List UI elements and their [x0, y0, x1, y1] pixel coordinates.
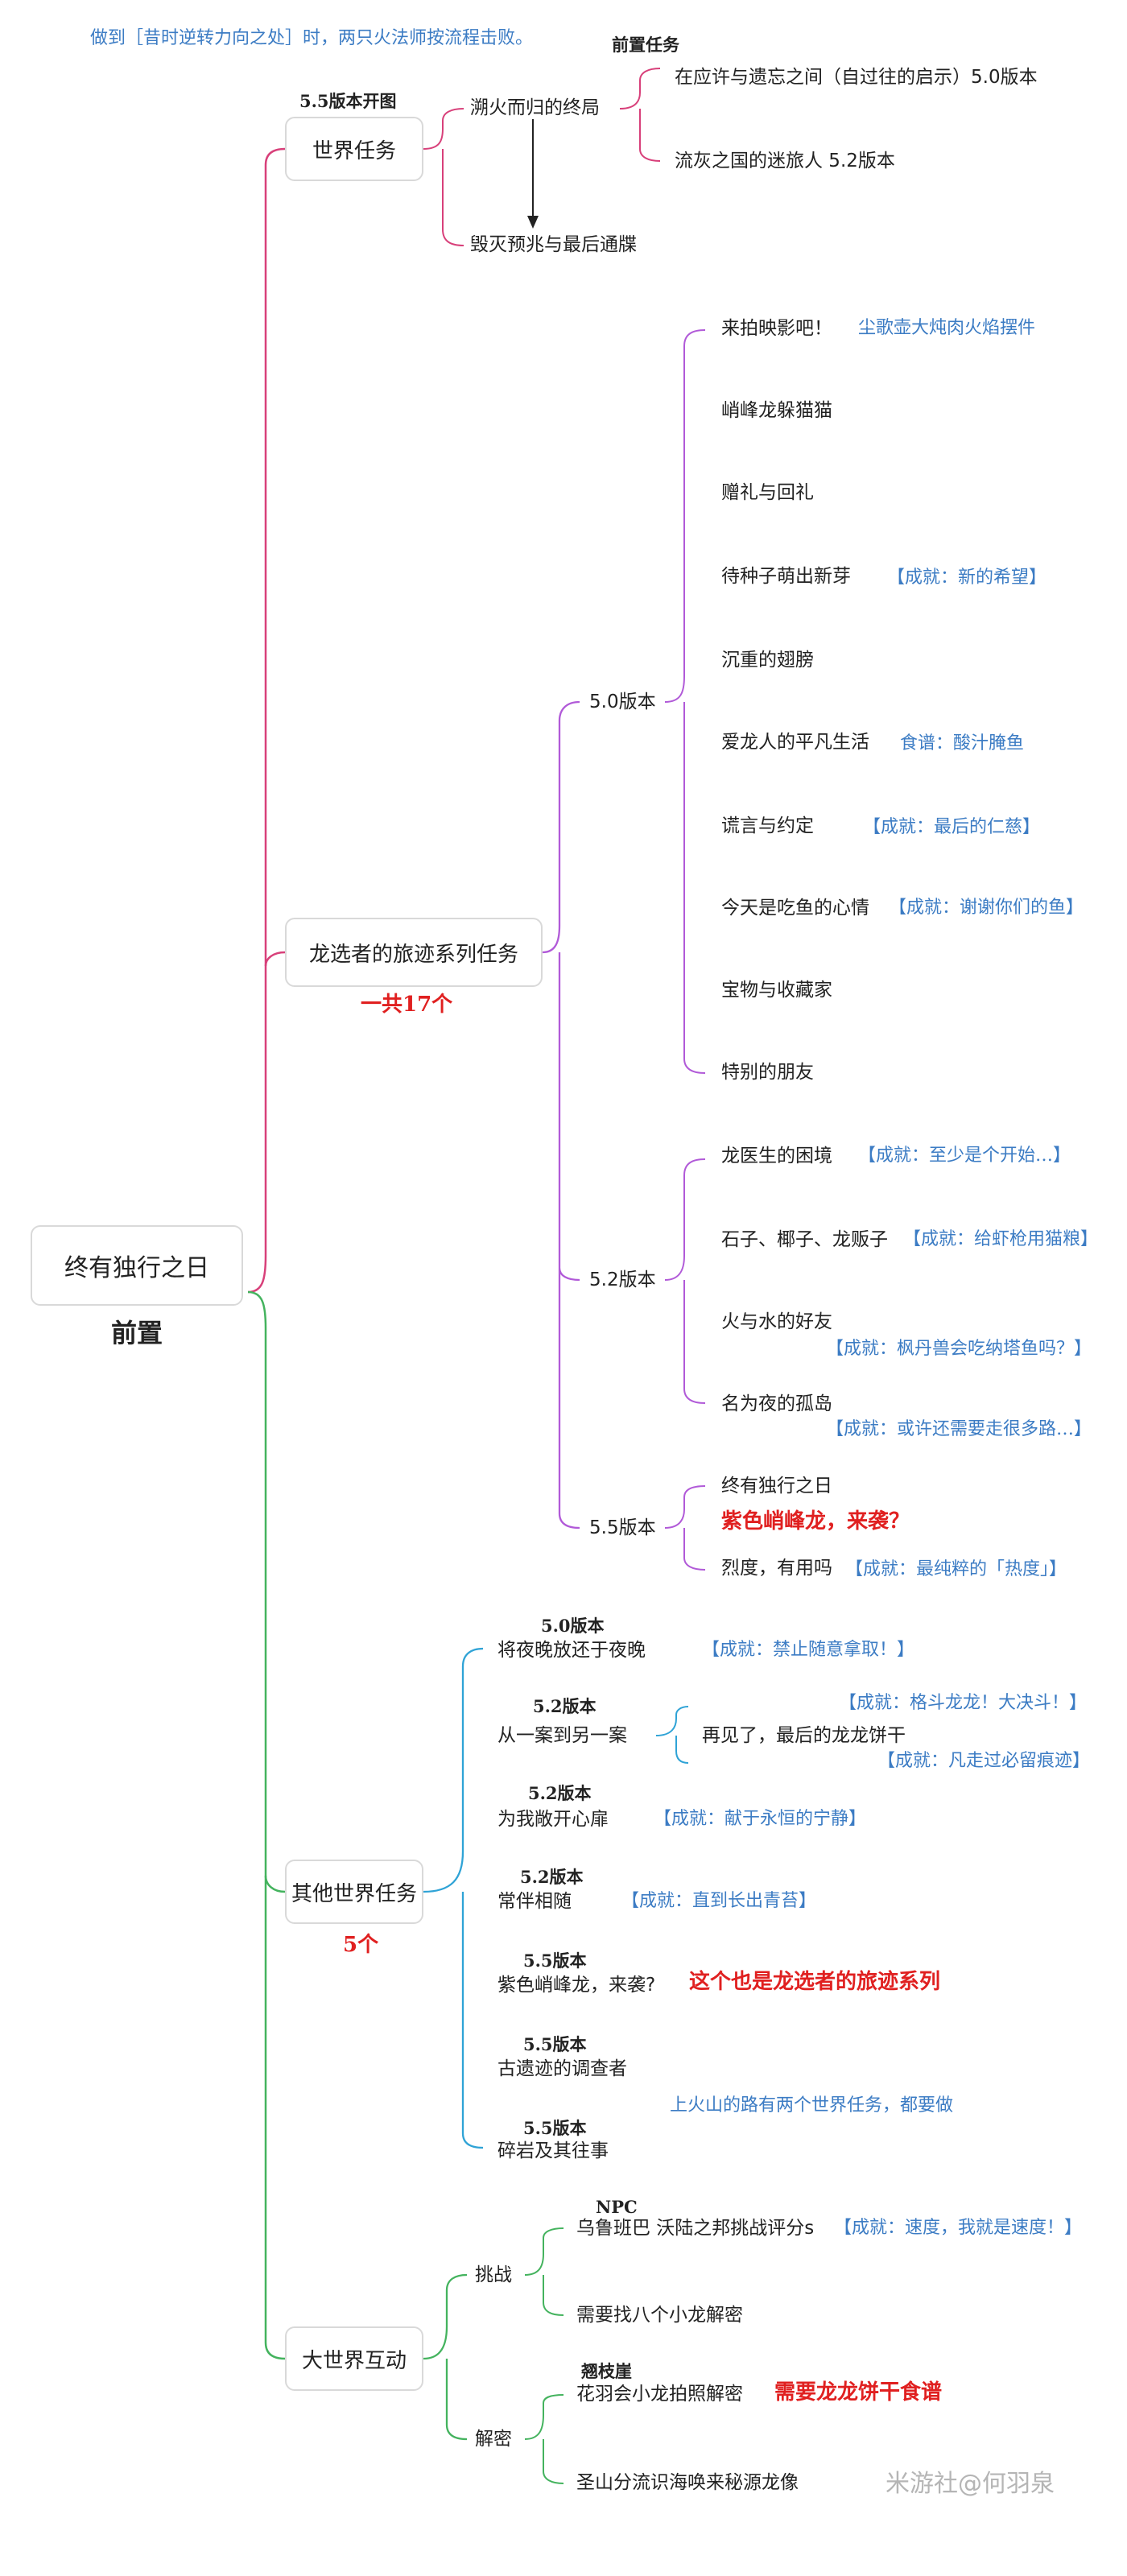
journey-node[interactable]: 龙选者的旅迹系列任务: [285, 918, 543, 987]
quest-note: 【成就：枫丹兽会吃纳塔鱼吗？】: [826, 1339, 1092, 1359]
quest-note: 食谱：酸汁腌鱼: [900, 733, 1025, 753]
quest-note: 【成就：献于永恒的宁静】: [654, 1809, 867, 1829]
version-label: 5.2版本: [528, 1783, 592, 1803]
version-label: 5.5版本: [523, 1951, 587, 1971]
connector-v55-items: [664, 1485, 706, 1571]
world-quest-item: 毁灭预兆与最后通牒: [470, 234, 637, 255]
quest-item: 谎言与约定: [721, 815, 814, 836]
journey-count: 一共17个: [361, 993, 453, 1017]
volcano-note: 上火山的路有两个世界任务，都要做: [670, 2095, 954, 2116]
quest-item: 将夜晚放还于夜晚: [497, 1640, 646, 1661]
top-note: 做到［昔时逆转力向之处］时，两只火法师按流程击败。: [90, 28, 534, 48]
root-sub-label: 前置: [111, 1318, 163, 1348]
connector-v50-items: [664, 329, 706, 1074]
quest-item: 龙医生的困境: [721, 1146, 832, 1166]
quest-item: 特别的朋友: [721, 1062, 814, 1083]
quest-item: 石子、椰子、龙贩子: [721, 1229, 888, 1250]
interaction-item: 圣山分流识海唤来秘源龙像: [576, 2472, 799, 2493]
quest-callout: 这个也是龙选者的旅迹系列: [689, 1970, 941, 1994]
version-label: 5.2版本: [533, 1696, 597, 1716]
connector-other-items: [423, 1647, 484, 2149]
quest-note: 【成就：禁止随意拿取！】: [702, 1640, 915, 1660]
quest-item: 火与水的好友: [721, 1311, 832, 1332]
version-label: 5.5版本: [523, 2118, 587, 2138]
interaction-item: 花羽会小龙拍照解密: [576, 2384, 743, 2405]
interaction-item: 乌鲁班巴 沃陆之邦挑战评分s: [576, 2218, 815, 2239]
world-quest-item: 溯火而归的终局: [470, 97, 600, 118]
quest-note: 【成就：最后的仁慈】: [863, 817, 1041, 837]
connector-case-sub: [655, 1706, 689, 1764]
quest-note: 【成就：凡走过必留痕迹】: [877, 1751, 1091, 1771]
prereq-item: 流灰之国的迷旅人 5.2版本: [675, 151, 895, 171]
world-quest-node[interactable]: 世界任务: [285, 117, 423, 181]
connector-journey-versions: [542, 700, 580, 1530]
quest-note: 【成就：直到长出青苔】: [621, 1891, 817, 1911]
connector-root-journey: [264, 951, 286, 967]
quest-item: 紫色峭峰龙，来袭?: [497, 1975, 656, 1996]
quest-item: 古遗迹的调查者: [497, 2058, 627, 2079]
connector-puzzle-items: [524, 2394, 564, 2484]
connector-root-other: [264, 1875, 286, 1893]
version-label: 5.0版本: [541, 1616, 605, 1636]
connector-v52-items: [664, 1158, 706, 1404]
challenge-label: 挑战: [475, 2264, 512, 2285]
quest-note: 【成就：新的希望】: [887, 568, 1047, 588]
connector-interact-split: [423, 2273, 468, 2441]
puzzle-label: 解密: [475, 2429, 512, 2450]
connector-root-world: [247, 147, 286, 1294]
quest-item: 从一案到另一案: [497, 1725, 627, 1746]
quest-item: 烈度，有用吗: [721, 1558, 832, 1579]
location-tag: 翘枝崖: [581, 2361, 632, 2381]
quest-item: 峭峰龙躲猫猫: [721, 400, 832, 421]
prereq-label: 前置任务: [612, 35, 679, 55]
version-label: 5.0版本: [589, 691, 656, 712]
other-quest-node[interactable]: 其他世界任务: [285, 1860, 423, 1924]
flow-arrow-head: [527, 216, 539, 229]
quest-item: 碎岩及其往事: [497, 2140, 609, 2161]
quest-item: 为我敞开心扉: [497, 1809, 609, 1830]
version-label: 5.2版本: [520, 1867, 584, 1887]
quest-item: 待种子萌出新芽: [721, 566, 851, 587]
interaction-node[interactable]: 大世界互动: [285, 2326, 423, 2391]
map-open-label: 5.5版本开图: [299, 91, 397, 111]
quest-item: 名为夜的孤岛: [721, 1393, 832, 1414]
quest-note: 【成就：至少是个开始…】: [858, 1146, 1071, 1166]
version-label: 5.5版本: [589, 1517, 656, 1538]
watermark: 米游社@何羽泉: [886, 2470, 1055, 2498]
npc-tag: NPC: [596, 2197, 638, 2217]
quest-item: 宝物与收藏家: [721, 980, 832, 1001]
quest-item: 爱龙人的平凡生活: [721, 732, 869, 753]
other-count: 5个: [343, 1933, 379, 1957]
version-label: 5.5版本: [523, 2034, 587, 2054]
interaction-note: 【成就：速度，我就是速度！】: [834, 2218, 1083, 2238]
quest-note: 【成就：或许还需要走很多路…】: [826, 1419, 1092, 1439]
quest-note: 【成就：给虾枪用猫粮】: [903, 1229, 1099, 1249]
root-node[interactable]: 终有独行之日: [31, 1225, 243, 1306]
quest-subitem: 再见了，最后的龙龙饼干: [702, 1725, 906, 1746]
quest-item: 来拍映影吧！: [721, 318, 832, 339]
version-label: 5.2版本: [589, 1269, 656, 1290]
quest-item: 今天是吃鱼的心情: [721, 898, 869, 919]
quest-note: 尘歌壶大炖肉火焰摆件: [858, 318, 1036, 338]
connector-world-items: [423, 108, 464, 246]
quest-item: 沉重的翅膀: [721, 650, 814, 671]
quest-note: 【成就：最纯粹的「热度」】: [845, 1559, 1067, 1579]
quest-item: 终有独行之日: [721, 1476, 832, 1496]
quest-note: 【成就：谢谢你们的鱼】: [889, 898, 1084, 918]
connector-world-prereqs: [619, 68, 661, 162]
quest-item: 赠礼与回礼: [721, 482, 814, 503]
interaction-item: 需要找八个小龙解密: [576, 2305, 743, 2326]
interaction-callout: 需要龙龙饼干食谱: [774, 2380, 943, 2405]
quest-callout: 紫色峭峰龙，来袭？: [721, 1509, 910, 1534]
quest-note: 【成就：格斗龙龙！大决斗！】: [839, 1693, 1088, 1713]
connector-challenge-items: [524, 2227, 564, 2316]
quest-item: 常伴相随: [497, 1891, 572, 1912]
prereq-item: 在应许与遗忘之间（自过往的启示）5.0版本: [675, 67, 1038, 88]
connector-root-green: [247, 1290, 286, 2360]
